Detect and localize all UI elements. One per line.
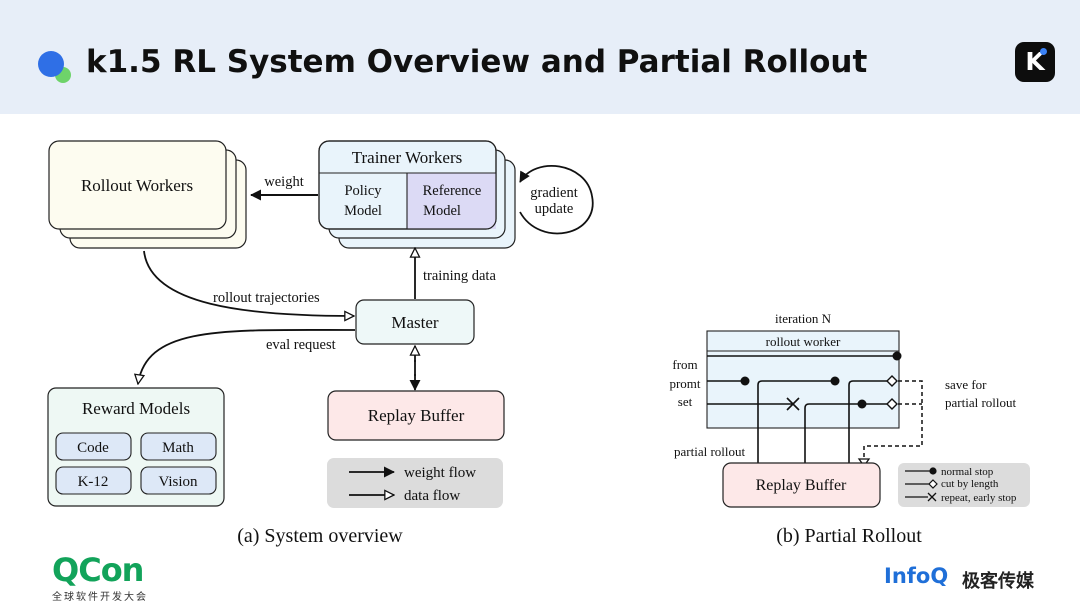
from-prompt-line3: set <box>678 394 693 409</box>
reward-models-label: Reward Models <box>82 399 190 418</box>
qcon-logo: QCon <box>52 551 144 589</box>
training-data-label: training data <box>423 268 496 284</box>
master-box <box>355 299 475 345</box>
reward-item-math-label: Math <box>162 440 194 456</box>
rollout-workers-label: Rollout Workers <box>81 176 193 195</box>
kimi-logo-icon: K <box>1015 42 1055 82</box>
policy-model-line1: Policy <box>344 183 382 199</box>
rollout-trajectories-arrow <box>143 250 354 316</box>
reward-item-math <box>140 432 217 461</box>
reference-model-line1: Reference <box>423 183 482 199</box>
trainer-workers-label: Trainer Workers <box>352 148 463 167</box>
normal-stop-marker <box>740 376 750 386</box>
save-for-line1: save for <box>945 377 987 392</box>
gradient-update-loop <box>519 165 594 235</box>
legend-data-flow-label: data flow <box>404 488 460 504</box>
legend-weight-flow-label: weight flow <box>404 465 476 481</box>
slide-header <box>0 0 1080 114</box>
legend-cut-by-length-icon <box>928 479 938 489</box>
normal-stop-marker <box>830 376 840 386</box>
from-prompt-line1: from <box>672 357 697 372</box>
policy-model-line2: Model <box>344 203 382 219</box>
save-partial-path <box>863 380 923 464</box>
title-bullet-icon <box>38 51 71 83</box>
reference-model-box <box>407 173 496 229</box>
reward-item-code-label: Code <box>77 440 109 456</box>
geek-media-logo: 极客传媒 <box>962 571 1034 592</box>
rollout-workers-box <box>48 140 227 230</box>
early-stop-marker <box>786 397 800 411</box>
save-for-line2: partial rollout <box>945 395 1017 410</box>
caption-system-overview: (a) System overview <box>237 525 403 547</box>
legend-normal-stop-label: normal stop <box>941 466 994 478</box>
iteration-label: iteration N <box>775 311 832 326</box>
cut-by-length-marker <box>886 375 898 387</box>
infoq-logo: InfoQ <box>884 564 949 588</box>
replay-buffer-label: Replay Buffer <box>368 406 465 425</box>
normal-stop-marker <box>892 351 902 361</box>
trainer-workers-stack <box>318 140 516 249</box>
replay-buffer-box <box>327 390 505 441</box>
legend-repeat-label: repeat, early stop <box>941 492 1017 504</box>
weight-label: weight <box>264 174 303 190</box>
reward-item-code <box>55 432 132 461</box>
cut-by-length-marker <box>886 398 898 410</box>
reward-item-k12-label: K-12 <box>78 474 109 490</box>
eval-request-label: eval request <box>266 337 336 353</box>
qcon-subtitle: 全球软件开发大会 <box>52 592 148 603</box>
legend-cut-by-length-label: cut by length <box>941 478 999 490</box>
gradient-update-line2: update <box>535 201 574 217</box>
from-prompt-line2: promt <box>669 376 700 391</box>
rollout-worker-label: rollout worker <box>766 334 841 349</box>
normal-stop-marker <box>857 399 867 409</box>
reward-item-vision <box>140 466 217 495</box>
partial-replay-buffer-label: Replay Buffer <box>756 477 847 494</box>
rollout-workers-stack <box>48 140 247 249</box>
partial-rollout-label: partial rollout <box>674 444 746 459</box>
partial-replay-buffer-box <box>722 462 881 508</box>
gradient-update-line1: gradient <box>530 185 578 201</box>
page-title: k1.5 RL System Overview and Partial Roll… <box>86 44 868 80</box>
legend-repeat-icon <box>927 492 937 502</box>
rollout-trajectories-label: rollout trajectories <box>213 290 320 306</box>
trajectory-lines <box>707 355 897 463</box>
kimi-logo-dot <box>1040 48 1047 55</box>
legend-normal-stop-icon <box>929 467 937 475</box>
caption-partial-rollout: (b) Partial Rollout <box>776 525 922 547</box>
reference-model-line2: Model <box>423 203 461 219</box>
eval-request-arrow <box>138 329 356 384</box>
master-label: Master <box>391 313 439 332</box>
rollout-worker-box <box>706 330 900 429</box>
reward-item-vision-label: Vision <box>158 474 198 490</box>
reward-item-k12 <box>55 466 132 495</box>
